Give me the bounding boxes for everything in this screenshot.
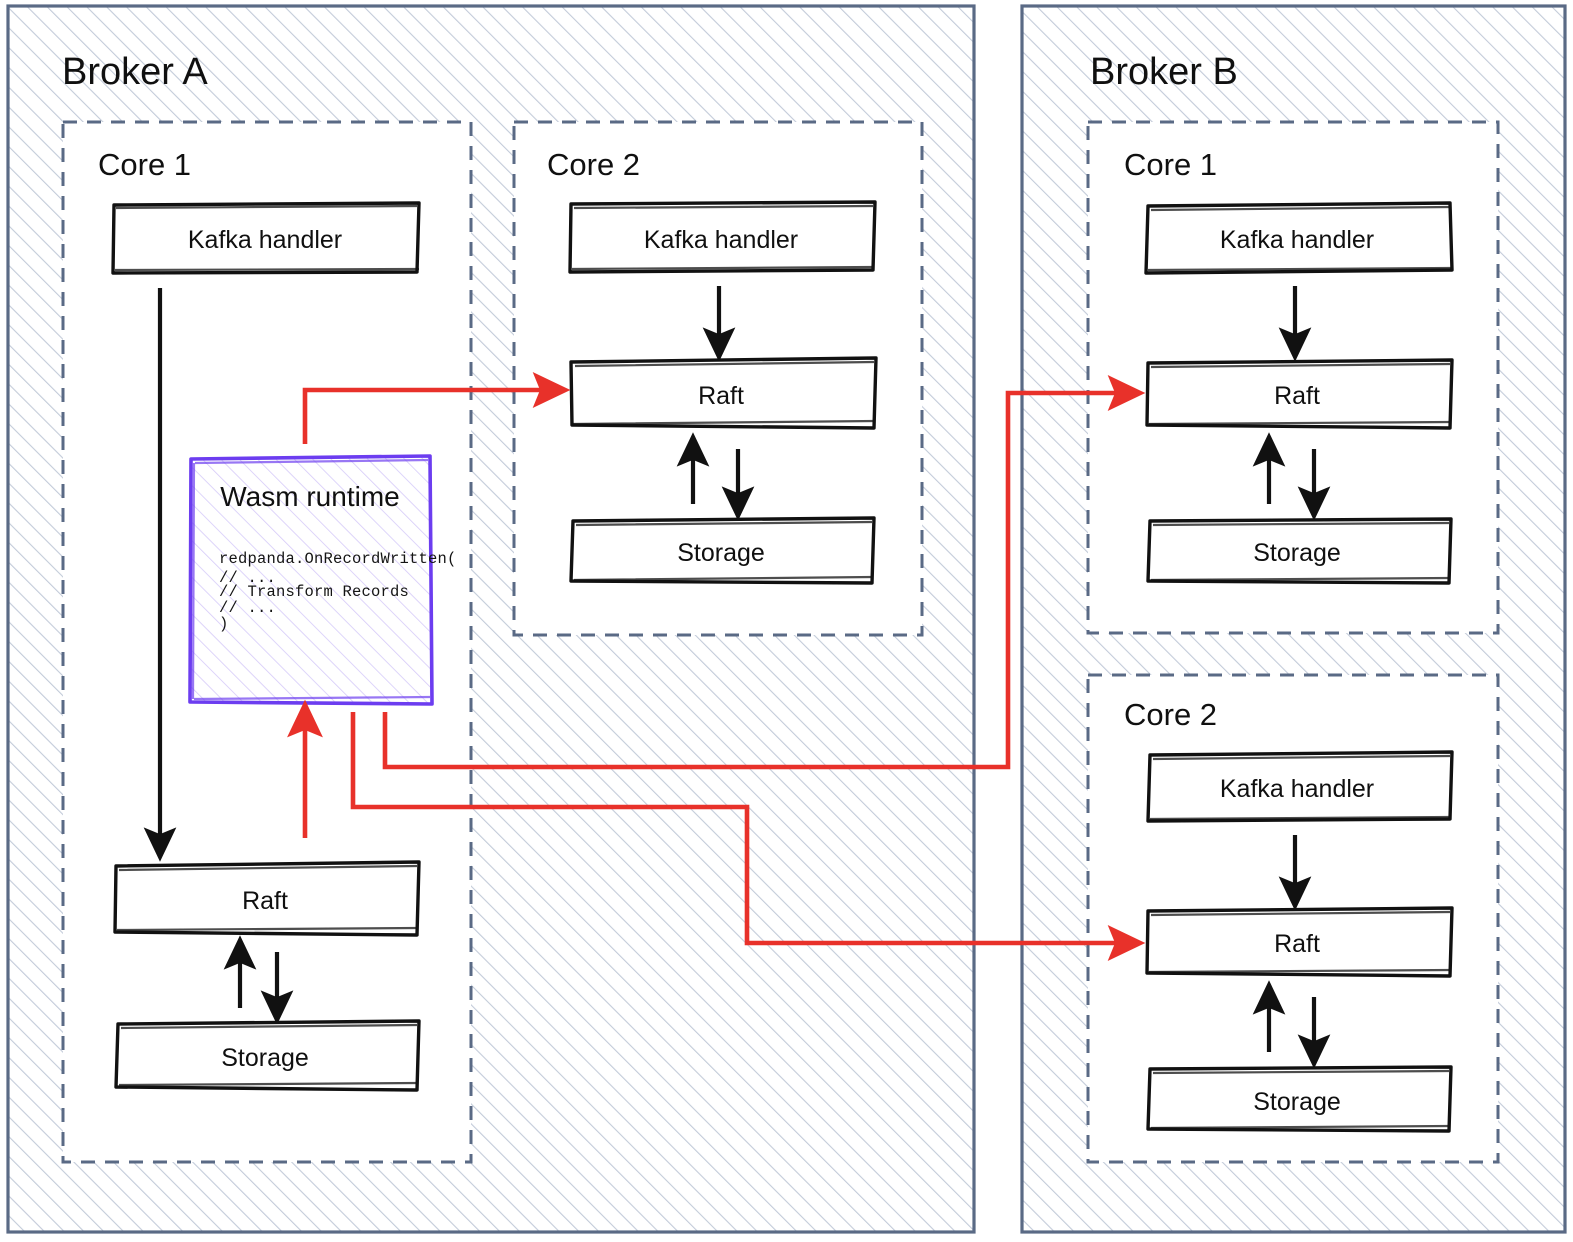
broker-b-core-1-storage-box: Storage	[1146, 517, 1453, 585]
broker-a-core-1-storage-box: Storage	[114, 1019, 421, 1092]
broker-a-core-2-kafka-handler-label: Kafka handler	[644, 226, 798, 254]
broker-b-core-2-storage-box: Storage	[1146, 1065, 1453, 1133]
broker-b-core-1-raft-box: Raft	[1145, 358, 1454, 430]
broker-a-label: Broker A	[62, 51, 208, 93]
broker-b-core-2-storage-label: Storage	[1253, 1088, 1341, 1116]
red-flow-layer	[302, 372, 1146, 961]
broker-a-core-1-raft-box: Raft	[113, 860, 421, 937]
wasm-code-line-0: redpanda.OnRecordWritten(	[219, 550, 457, 568]
broker-b-core-1: Core 1 Kafka handler Raft Storage	[1086, 120, 1500, 635]
broker-a-core-1-label: Core 1	[98, 147, 191, 182]
wasm-runtime-title: Wasm runtime	[220, 481, 399, 512]
broker-a-core-1-kafka-handler-label: Kafka handler	[188, 226, 342, 254]
broker-b-core-2-raft-box: Raft	[1145, 906, 1454, 978]
broker-b-label: Broker B	[1090, 51, 1238, 93]
broker-a-core-1-storage-label: Storage	[221, 1044, 309, 1072]
wasm-runtime-box: Wasm runtime redpanda.OnRecordWritten( /…	[188, 454, 457, 706]
broker-a-core-2-storage-box: Storage	[569, 516, 876, 585]
flow-wasm-to-broker-b-core-2-raft	[350, 712, 1146, 961]
broker-b-container: Broker B Core 1 Kafka handler Raft St	[1020, 4, 1567, 1234]
broker-b-core-1-kafka-handler-box: Kafka handler	[1144, 201, 1454, 275]
broker-b-core-2-raft-label: Raft	[1274, 930, 1320, 958]
broker-a-core-2-raft-box: Raft	[569, 356, 878, 430]
wasm-code-line-3: // ...	[219, 599, 276, 617]
broker-a-core-1-kafka-handler-box: Kafka handler	[111, 201, 421, 275]
broker-a-core-2-kafka-handler-box: Kafka handler	[568, 200, 877, 274]
flow-wasm-to-broker-b-core-1-raft	[382, 375, 1146, 770]
broker-b-core-2: Core 2 Kafka handler Raft Storage	[1086, 673, 1500, 1164]
broker-b-core-1-kafka-handler-label: Kafka handler	[1220, 226, 1374, 254]
broker-b-core-1-label: Core 1	[1124, 147, 1217, 182]
broker-b-core-1-raft-label: Raft	[1274, 382, 1320, 410]
broker-a-container: Broker A Core 1 Kafka handler Wasm runti…	[6, 4, 976, 1234]
broker-a-core-2-storage-label: Storage	[677, 539, 765, 567]
broker-a-core-1-raft-label: Raft	[242, 887, 288, 915]
broker-b-core-1-storage-label: Storage	[1253, 539, 1341, 567]
broker-a-core-2-raft-label: Raft	[698, 382, 744, 410]
broker-a-core-2: Core 2 Kafka handler Raft Storage	[512, 120, 924, 637]
broker-a-core-1: Core 1 Kafka handler Wasm runtime redpan…	[61, 120, 473, 1164]
wasm-code-line-4: )	[219, 615, 229, 633]
broker-b-core-2-label: Core 2	[1124, 697, 1217, 732]
wasm-code-line-2: // Transform Records	[219, 583, 409, 601]
wasm-code-line-1: // ...	[219, 569, 276, 587]
broker-a-core-2-label: Core 2	[547, 147, 640, 182]
broker-b-core-2-kafka-handler-box: Kafka handler	[1146, 750, 1454, 823]
flow-wasm-to-broker-a-core-2-raft	[302, 372, 571, 444]
broker-b-core-2-kafka-handler-label: Kafka handler	[1220, 775, 1374, 803]
